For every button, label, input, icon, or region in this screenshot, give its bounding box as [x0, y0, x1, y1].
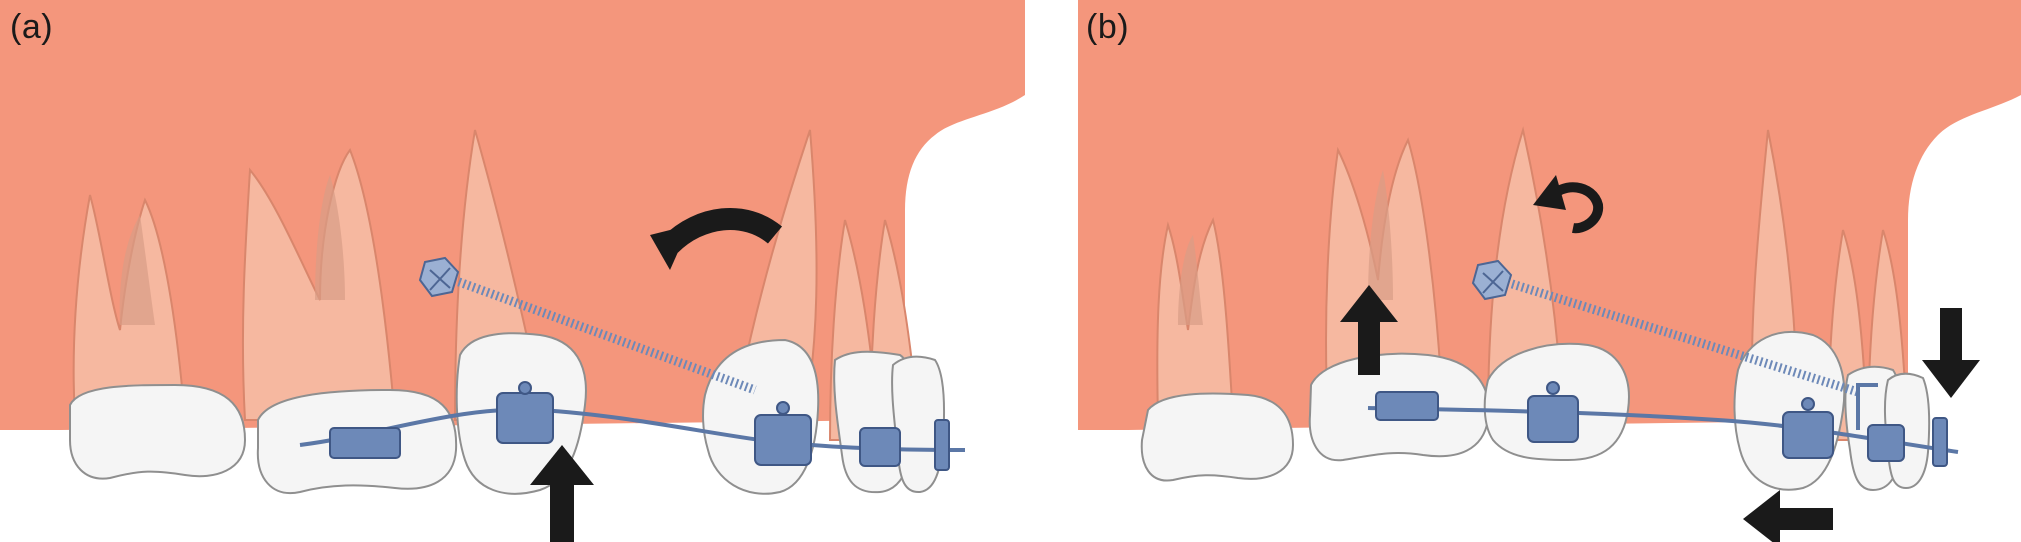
intrusion-arrow-down	[1922, 308, 1980, 398]
bracket-incisor-2	[934, 419, 950, 471]
coil-spring	[438, 270, 757, 395]
molar-tube	[329, 427, 401, 459]
root-shading	[1178, 170, 1393, 325]
rotation-arrow-curved	[1544, 182, 1604, 234]
bracket-canine	[754, 414, 812, 466]
panel-a: (a)	[0, 0, 1025, 542]
panel-a-illustration	[0, 0, 1025, 542]
bracket-premolar	[1527, 395, 1579, 443]
bracket-premolar	[496, 392, 554, 444]
retraction-arrow-left	[1743, 490, 1833, 542]
brackets	[329, 381, 950, 471]
bracket-incisor-1	[859, 427, 901, 467]
panel-b-illustration	[1078, 0, 2021, 542]
brackets	[1375, 381, 1948, 467]
panel-b-label: (b)	[1086, 8, 1130, 46]
molar-tube	[1375, 391, 1439, 421]
rotation-arrowhead	[1533, 175, 1566, 210]
extrusion-arrow-up	[1340, 285, 1398, 375]
coil-spring	[1491, 273, 1860, 397]
bracket-incisor-1	[1867, 424, 1905, 462]
intrusion-arrow-up	[530, 445, 594, 542]
archwire	[299, 407, 966, 452]
panel-b: (b)	[1078, 0, 2021, 542]
bracket-canine	[1782, 411, 1834, 459]
panel-a-label: (a)	[10, 8, 54, 46]
bracket-incisor-2	[1932, 417, 1948, 467]
root-shading	[119, 175, 345, 325]
wire-loop	[1856, 383, 1878, 430]
rotation-arrowhead	[650, 225, 690, 270]
